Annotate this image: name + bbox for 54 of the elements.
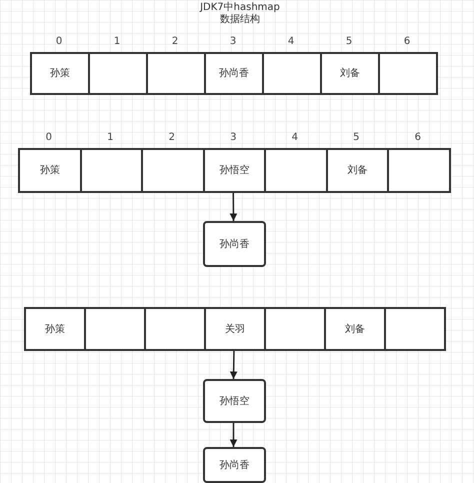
array-slot [144,307,206,351]
array-slot [204,52,264,95]
entry-text: 孙策 [50,67,70,81]
index-label: 0 [54,36,64,48]
array-slot [324,307,386,351]
entry-box [203,221,266,267]
array-slot [387,148,450,193]
entry-text: 刘备 [345,322,365,336]
array-slot [264,148,328,193]
array-slot [202,148,266,193]
entry-box [203,379,266,423]
array-slot [384,307,446,351]
entry-text: 刘备 [347,164,368,178]
array-slot [320,52,380,95]
array-slot [84,307,146,351]
entry-text: 孙悟空 [220,394,250,408]
entry-box [203,447,266,483]
index-label: 1 [112,36,122,48]
index-label: 4 [290,132,299,144]
entry-text: 孙悟空 [219,164,250,178]
array-slot [204,307,266,351]
array-slot [18,148,82,193]
array-slot [326,148,389,193]
array-slot [378,52,438,95]
entry-text: 关羽 [225,322,245,336]
array-slot [80,148,143,193]
index-label: 3 [229,132,238,144]
array-slot [262,52,322,95]
arrow [230,421,238,447]
entry-text: 孙策 [45,322,65,336]
array-slot [24,307,86,351]
index-label: 2 [168,132,176,144]
array-slot [146,52,206,95]
entry-text: 孙尚香 [220,238,250,252]
array-slot [88,52,148,95]
index-label: 2 [170,36,180,48]
arrow [230,191,238,221]
index-label: 1 [106,132,114,144]
array-slot [141,148,204,193]
diagram-title: JDK7中hashmap数据结构 [200,2,280,26]
arrow [230,348,238,380]
index-label: 3 [228,36,238,48]
entry-text: 孙尚香 [219,66,249,81]
array-slot [30,52,90,95]
entry-text: 孙尚香 [220,458,250,472]
entry-text: 孙策 [40,164,60,178]
array-slot [264,307,326,351]
entry-text: 刘备 [340,66,360,81]
index-label: 0 [44,132,53,144]
index-label: 6 [414,132,422,144]
index-label: 5 [344,36,354,48]
index-label: 5 [352,132,360,144]
index-label: 6 [402,36,412,48]
index-label: 4 [286,36,296,48]
